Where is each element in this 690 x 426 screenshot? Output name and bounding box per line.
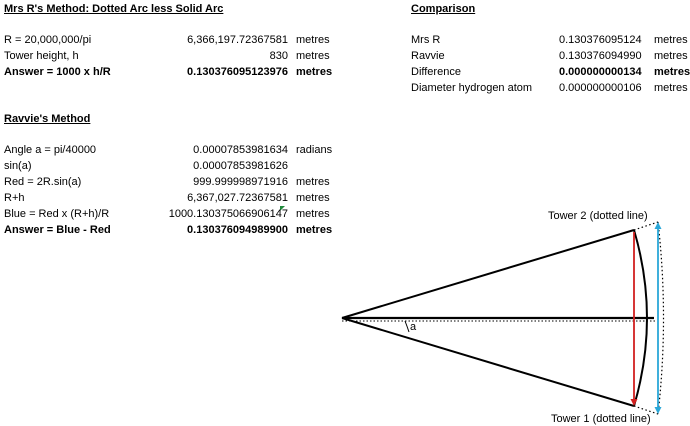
cell-comment-marker (280, 206, 285, 211)
mrs-r-row-unit[interactable]: metres (296, 34, 330, 46)
blue-chord-arrowhead-bottom (654, 407, 662, 414)
ravvie-heading: Ravvie's Method (4, 113, 91, 125)
comparison-row-value[interactable]: 0.000000000106 (559, 82, 642, 94)
ravvie-row-unit[interactable]: radians (296, 144, 333, 156)
lower-radius-line (341, 317, 635, 407)
comparison-row-label[interactable]: Difference (411, 66, 461, 78)
comparison-row-label[interactable]: Mrs R (411, 34, 441, 46)
ravvie-row-value[interactable]: 1000.130375066906147 (168, 208, 288, 220)
ravvie-row-unit[interactable]: metres (296, 176, 330, 188)
mrs-r-row-label[interactable]: Answer = 1000 x h/R (4, 66, 111, 78)
blue-chord-arrowhead-top (654, 222, 662, 229)
ravvie-row-label[interactable]: Red = 2R.sin(a) (4, 176, 82, 188)
comparison-row-unit[interactable]: metres (654, 66, 690, 78)
mrs-r-row-label[interactable]: Tower height, h (4, 50, 79, 62)
comparison-row-value[interactable]: 0.130376095124 (559, 34, 642, 46)
tower-1-label: Tower 1 (dotted line) (551, 413, 651, 425)
ravvie-row-label[interactable]: Angle a = pi/40000 (4, 144, 97, 156)
mrs-r-row-value[interactable]: 830 (269, 50, 288, 62)
mrs-r-row-unit[interactable]: metres (296, 50, 330, 62)
red-chord-arrowhead (630, 399, 638, 406)
ravvie-row-value[interactable]: 0.00007853981626 (193, 160, 288, 172)
ravvie-row-unit[interactable]: metres (296, 208, 330, 220)
ravvie-row-label[interactable]: Answer = Blue - Red (4, 224, 111, 236)
mrs-r-row-label[interactable]: R = 20,000,000/pi (4, 34, 92, 46)
ravvie-answer-value[interactable]: 0.130376094989900 (187, 224, 288, 236)
tower-2-label: Tower 2 (dotted line) (548, 210, 648, 222)
comparison-heading: Comparison (411, 3, 476, 15)
comparison-row-unit[interactable]: metres (654, 50, 688, 62)
mrs-r-row-value[interactable]: 6,366,197.72367581 (187, 34, 288, 46)
tower-1-dotted-line (633, 405, 659, 415)
comparison-row-unit[interactable]: metres (654, 34, 688, 46)
angle-a-label: a (410, 321, 417, 333)
ravvie-row-value[interactable]: 0.00007853981634 (193, 144, 288, 156)
ravvie-row-label[interactable]: sin(a) (4, 160, 32, 172)
comparison-difference-value[interactable]: 0.000000000134 (559, 66, 642, 78)
ravvie-row-unit[interactable]: metres (296, 192, 330, 204)
upper-radius-line (341, 229, 635, 319)
comparison-row-unit[interactable]: metres (654, 82, 688, 94)
comparison-row-label[interactable]: Ravvie (411, 50, 445, 62)
comparison-row-label[interactable]: Diameter hydrogen atom (411, 82, 533, 94)
angle-a-arc (404, 320, 410, 333)
mrs-r-answer-value[interactable]: 0.130376095123976 (187, 66, 288, 78)
comparison-row-value[interactable]: 0.130376094990 (559, 50, 642, 62)
ravvie-row-label[interactable]: R+h (4, 192, 25, 204)
ravvie-row-label[interactable]: Blue = Red x (R+h)/R (4, 208, 110, 220)
mrs-r-heading: Mrs R's Method: Dotted Arc less Solid Ar… (4, 3, 224, 15)
ravvie-row-value[interactable]: 6,367,027.72367581 (187, 192, 288, 204)
ravvie-row-value[interactable]: 999.999998971916 (193, 176, 288, 188)
mrs-r-row-unit[interactable]: metres (296, 66, 333, 78)
tower-2-dotted-line (633, 221, 659, 231)
outer-dotted-arc (657, 221, 665, 415)
solid-arc (633, 229, 648, 407)
ravvie-row-unit[interactable]: metres (296, 224, 333, 236)
